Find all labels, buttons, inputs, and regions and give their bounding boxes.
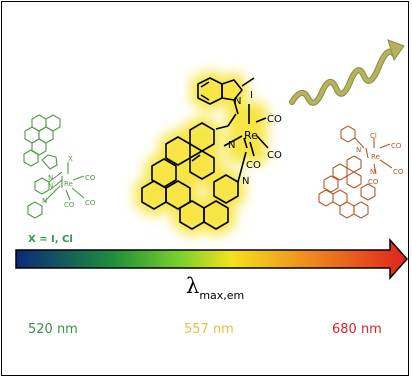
artwork: N N N Re X CO CO CO [15, 39, 408, 280]
center-co1: CO [267, 114, 282, 125]
complex-center: N N N Re I CO CO CO [135, 70, 282, 238]
right-co2: CO [393, 168, 404, 176]
wavelength-557: 557 nm [184, 322, 234, 337]
lambda-max-em-label: λmax,em [186, 274, 244, 302]
left-metal: Re [64, 180, 73, 188]
left-n3: N [42, 197, 47, 205]
center-i: I [250, 90, 253, 101]
left-co3: CO [64, 201, 75, 209]
right-cl: Cl [370, 132, 377, 140]
spectrum-arrow [15, 238, 408, 280]
left-co2: CO [85, 199, 96, 207]
center-n2: N [228, 140, 235, 151]
left-x: X [68, 155, 73, 163]
wavelength-520: 520 nm [28, 322, 78, 337]
right-co3: CO [368, 178, 379, 186]
left-n1: N [48, 174, 53, 182]
center-metal: Re [244, 129, 258, 142]
toc-graphic: N N N Re X CO CO CO [1, 1, 409, 376]
center-n3: N [242, 176, 249, 187]
center-co2: CO [267, 150, 282, 161]
center-co3: CO [246, 160, 261, 171]
right-n2: N [370, 168, 375, 176]
left-co1: CO [85, 174, 96, 182]
emission-wave [289, 39, 405, 106]
halide-label: X = I, Cl [28, 234, 73, 245]
right-co1: CO [391, 142, 402, 150]
wavelength-680: 680 nm [332, 322, 382, 337]
complex-right: N N Re Cl CO CO CO [318, 125, 404, 219]
left-n2: N [48, 182, 53, 190]
right-n1: N [356, 146, 361, 154]
lambda-subscript: max,em [199, 289, 245, 302]
center-n1: N [234, 96, 241, 107]
complex-left: N N N Re X CO CO CO [23, 114, 96, 219]
right-metal: Re [371, 153, 380, 161]
lambda-symbol: λ [186, 274, 200, 298]
